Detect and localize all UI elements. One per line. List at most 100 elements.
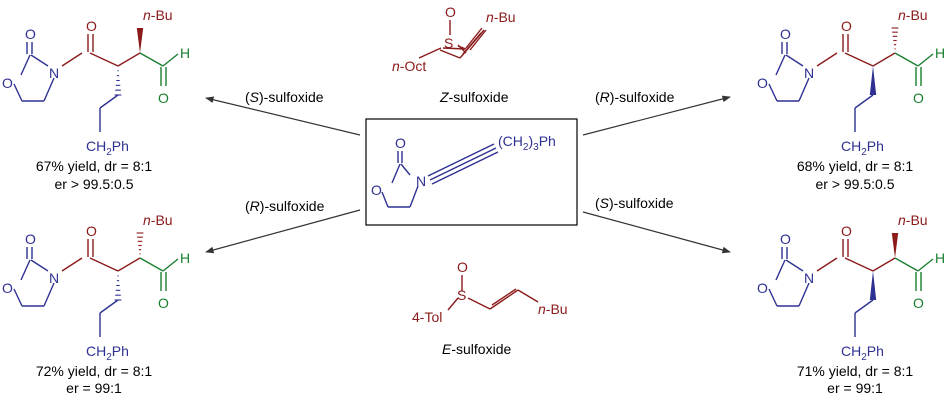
- ring-o: O: [757, 75, 768, 91]
- aldehyde-h: H: [935, 45, 945, 61]
- z-sulfoxide-label: Z-sulfoxide: [439, 89, 509, 105]
- ring-bond: [43, 77, 55, 102]
- imide-bond: [816, 257, 838, 272]
- z-sulfoxide-s: S: [444, 35, 453, 51]
- arrow-label-top-left: (S)-sulfoxide: [245, 89, 324, 105]
- amide-n: N: [49, 65, 59, 81]
- amide-n: N: [49, 270, 59, 286]
- c-c-bond: [117, 257, 141, 272]
- caption-top-left-yield: 67% yield, dr = 8:1: [36, 158, 153, 174]
- arrow-label-bottom-left: (R)-sulfoxide: [245, 198, 325, 214]
- stereo-bond-beta: [891, 27, 899, 50]
- c-c-bond: [844, 52, 874, 67]
- caption-top-right-er: er > 99.5:0.5: [815, 176, 894, 192]
- arrow-bottom-left: [205, 209, 361, 254]
- ynamide-n: N: [416, 173, 426, 189]
- ring-bond: [13, 288, 23, 307]
- imide-o: O: [841, 18, 852, 34]
- ring-bond: [768, 83, 778, 102]
- c-c-bond: [872, 52, 896, 67]
- n-butyl: n-Bu: [143, 7, 173, 23]
- ring-carbonyl-o: O: [780, 26, 791, 42]
- chain-bond: [99, 94, 119, 109]
- z-sulfoxide-o: O: [445, 4, 456, 20]
- stereo-bond-beta: [891, 233, 899, 258]
- ring-o: O: [757, 280, 768, 296]
- arrow-top-left: [205, 96, 361, 136]
- n-butyl: n-Bu: [898, 7, 928, 23]
- ring-bond: [775, 259, 786, 281]
- c-c-bond: [117, 52, 141, 67]
- ynamide-ring-o: O: [371, 182, 382, 198]
- aldehyde-o: O: [913, 295, 924, 311]
- imide-bond: [816, 52, 838, 67]
- ynamide-box: O O N (CH2)3Ph: [365, 118, 578, 226]
- imide-o: O: [86, 223, 97, 239]
- aldehyde-h: H: [180, 45, 190, 61]
- aldehyde-o: O: [913, 90, 924, 106]
- aldehyde-bond: [894, 257, 919, 272]
- chain-bond: [854, 94, 874, 109]
- chain-bond: [854, 299, 874, 314]
- amide-n: N: [804, 65, 814, 81]
- ring-bond: [43, 282, 55, 307]
- ring-bond: [20, 54, 31, 76]
- imide-bond: [61, 257, 83, 272]
- amide-n: N: [804, 270, 814, 286]
- aldehyde-o: O: [158, 295, 169, 311]
- aldehyde-h-bond: [917, 53, 934, 67]
- caption-top-right-yield: 68% yield, dr = 8:1: [797, 158, 914, 174]
- imide-o: O: [86, 18, 97, 34]
- e-sulfoxide-structure: O S 4-Tol n-Bu: [412, 259, 568, 325]
- chain-ch2ph: CH2Ph: [86, 138, 129, 158]
- c-c-bond: [89, 257, 119, 272]
- caption-top-left-er: er > 99.5:0.5: [54, 176, 133, 192]
- stereo-bond-alpha: [869, 66, 877, 95]
- ring-bond: [30, 54, 49, 67]
- caption-bottom-right-yield: 71% yield, dr = 8:1: [797, 363, 914, 379]
- aldehyde-h-bond: [162, 258, 179, 272]
- ring-bond: [775, 54, 786, 76]
- n-butyl: n-Bu: [898, 212, 928, 228]
- chain-ch2ph: CH2Ph: [841, 138, 884, 158]
- aldehyde-bond: [894, 52, 919, 67]
- chain-bond: [99, 299, 119, 314]
- ring-carbonyl-o: O: [25, 231, 36, 247]
- z-sulfoxide-bu: n-Bu: [486, 9, 516, 25]
- ynamide-structure: [381, 143, 499, 208]
- n-butyl: n-Bu: [143, 212, 173, 228]
- aldehyde-bond: [139, 257, 164, 272]
- aldehyde-h-bond: [917, 258, 934, 272]
- aldehyde-bond: [139, 52, 164, 67]
- imide-o: O: [841, 223, 852, 239]
- ring-carbonyl-o: O: [25, 26, 36, 42]
- c-c-bond: [872, 257, 896, 272]
- caption-bottom-left-yield: 72% yield, dr = 8:1: [36, 363, 153, 379]
- chain-ch2ph: CH2Ph: [841, 343, 884, 363]
- imide-bond: [61, 52, 83, 67]
- ring-bond: [768, 288, 778, 307]
- ring-bond: [13, 83, 23, 102]
- e-sulfoxide-s: S: [457, 287, 466, 303]
- stereo-bond-beta: [136, 232, 144, 255]
- ynamide-frame: [365, 118, 578, 226]
- arrow-bottom-right: [582, 211, 731, 254]
- arrow-top-right: [582, 95, 731, 136]
- c-c-bond: [844, 257, 874, 272]
- z-sulfoxide-structure: O S n-Oct n-Bu: [392, 4, 516, 74]
- stereo-bond-beta: [136, 28, 144, 53]
- caption-bottom-left-er: er = 99:1: [66, 380, 122, 396]
- ring-bond: [30, 259, 49, 272]
- caption-bottom-right-er: er = 99:1: [827, 380, 883, 396]
- arrow-label-top-right: (R)-sulfoxide: [595, 89, 675, 105]
- ring-bond: [798, 282, 810, 307]
- c-c-bond: [89, 52, 119, 67]
- ring-o: O: [2, 75, 13, 91]
- aldehyde-h-bond: [162, 53, 179, 67]
- product-top-right: O O N O CH2Ph n-BuO H: [757, 7, 945, 158]
- ring-bond: [785, 259, 804, 272]
- ring-bond: [20, 259, 31, 281]
